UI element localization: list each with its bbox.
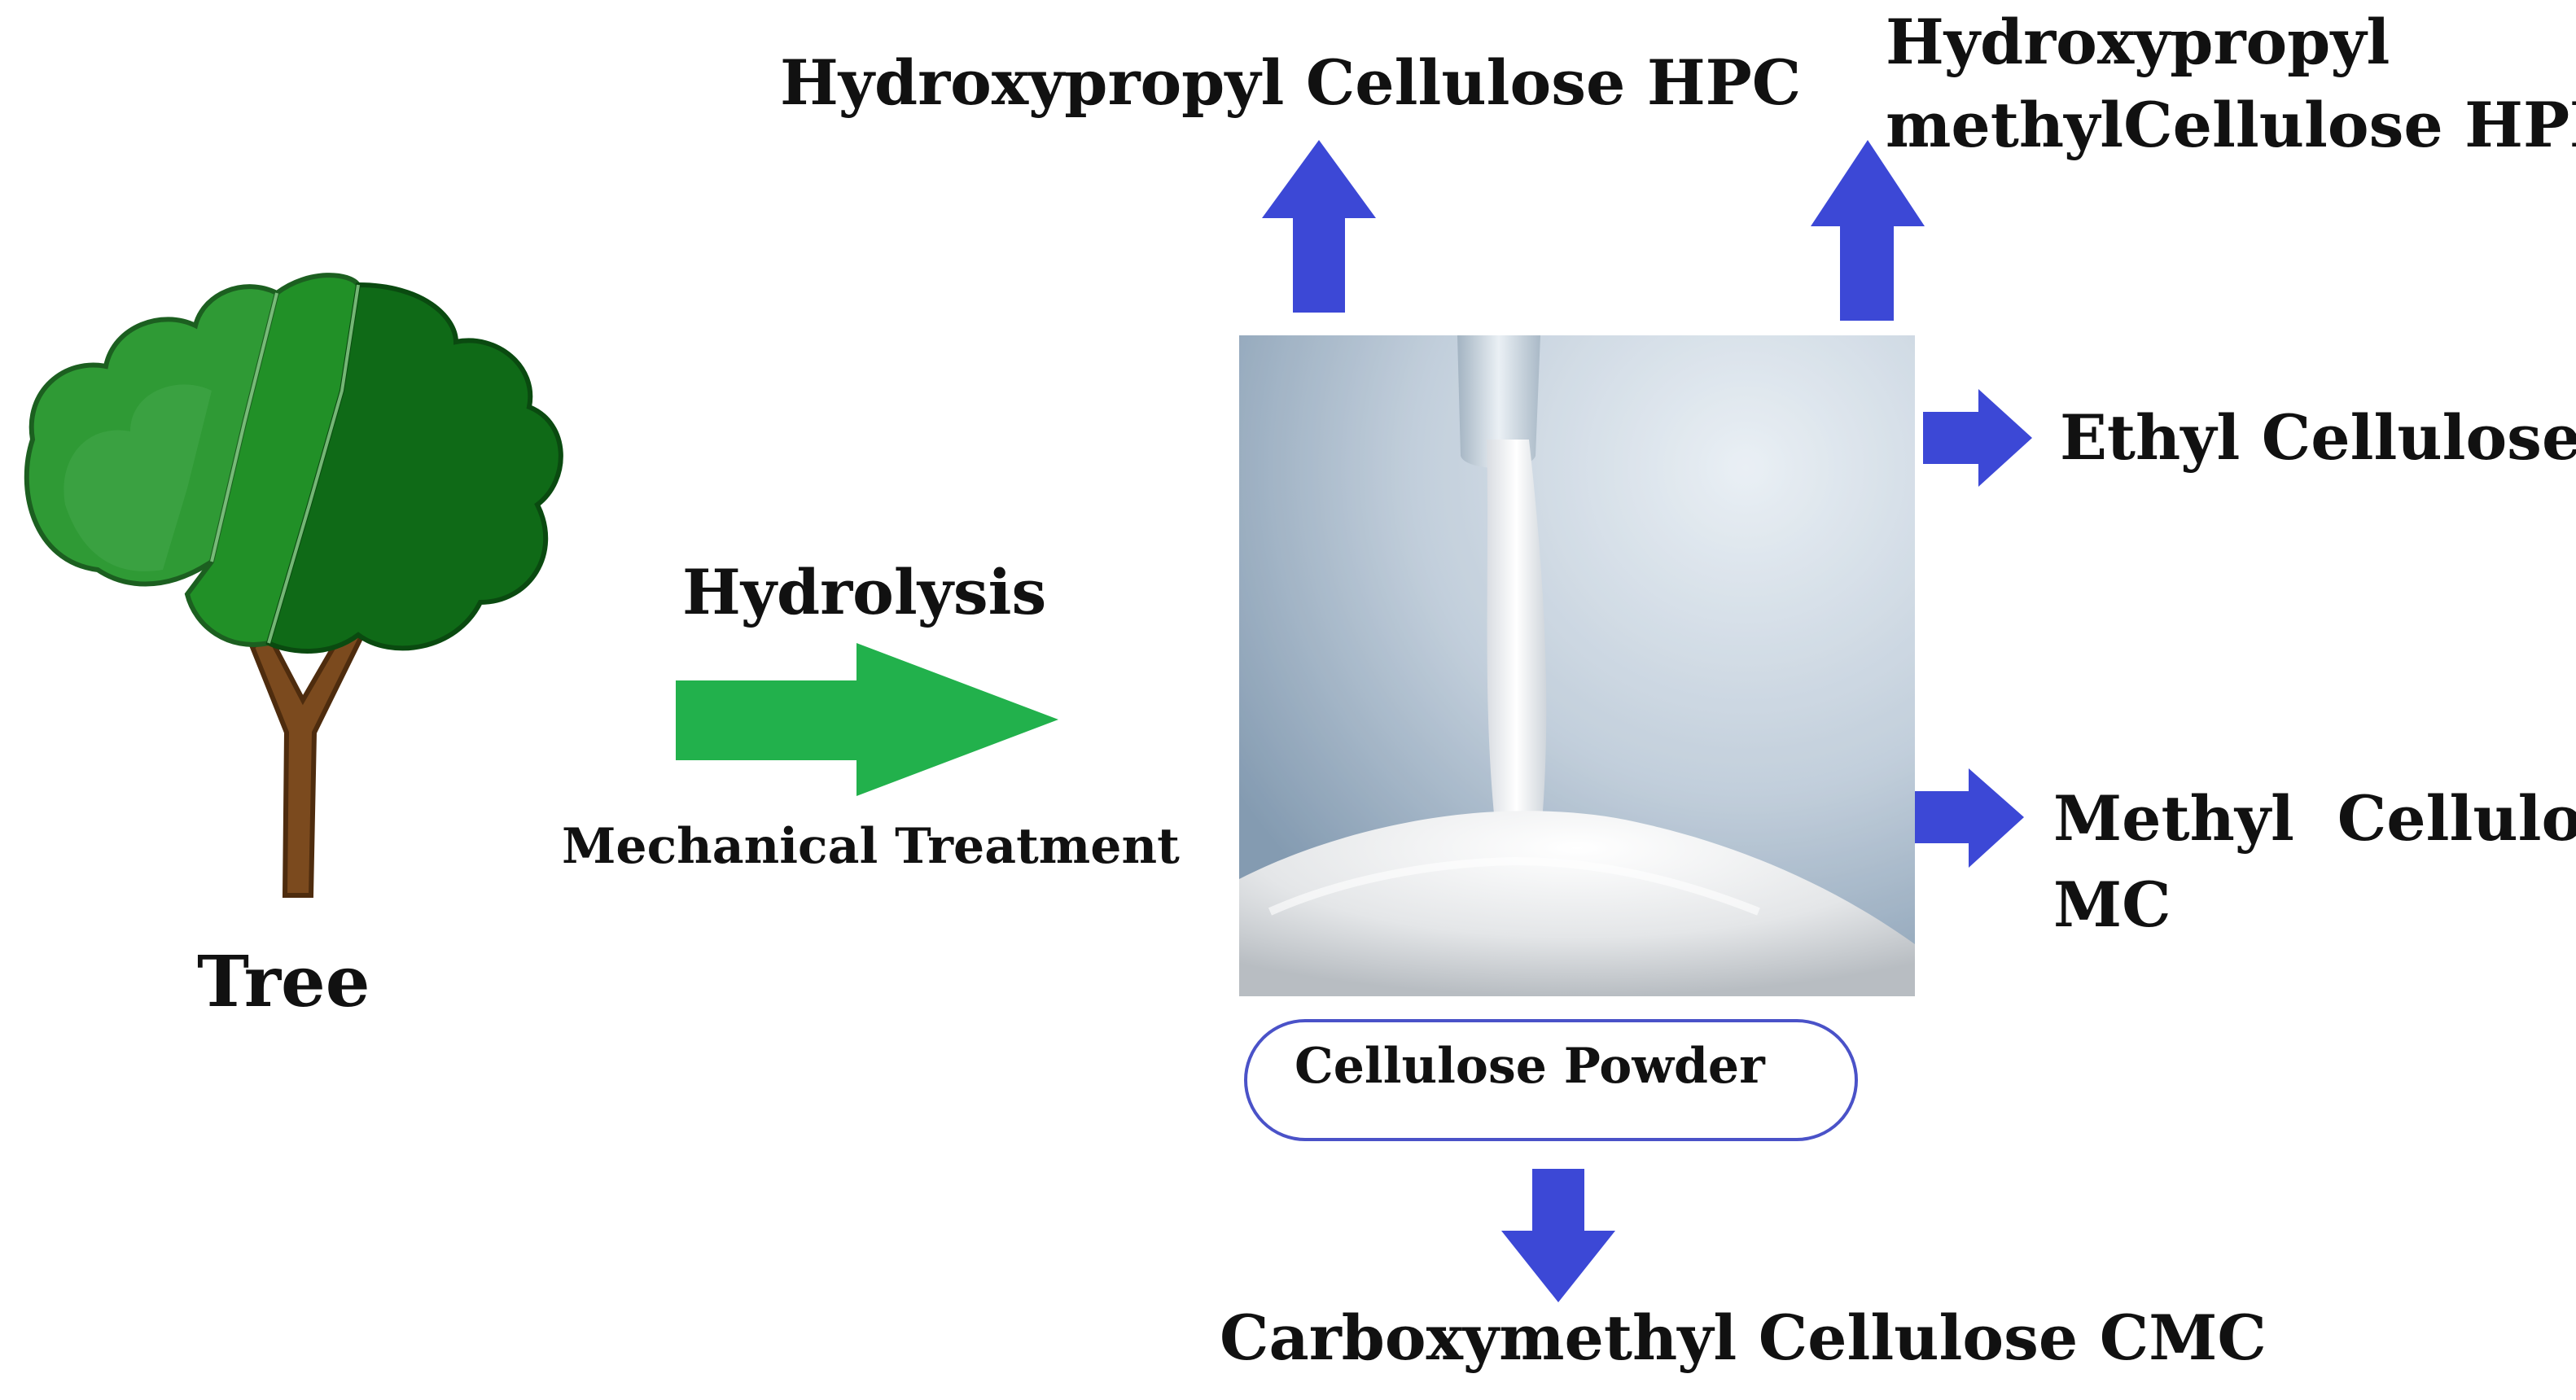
- cellulose-powder-photo: [1239, 335, 1915, 996]
- hydrolysis-label: Hydrolysis: [682, 556, 1047, 628]
- cellulose-powder-label: Cellulose Powder: [1295, 1038, 1765, 1095]
- tree-icon: [24, 273, 563, 898]
- tree-trunk: [249, 615, 370, 898]
- cellulose-powder-ellipse: [1244, 1019, 1858, 1141]
- mechanical-treatment-label: Mechanical Treatment: [562, 818, 1180, 875]
- tree-vein-2: [267, 284, 360, 644]
- arrow-down-cmc: [1501, 1169, 1615, 1302]
- ec-label: Ethyl Cellulose EC: [2060, 401, 2576, 474]
- cmc-label: Carboxymethyl Cellulose CMC: [1220, 1302, 2267, 1374]
- arrow-up-hpmc: [1811, 140, 1925, 321]
- arrow-up-hpc: [1262, 140, 1376, 313]
- tree-vein-1: [210, 292, 278, 562]
- hpc-label: Hydroxypropyl Cellulose HPC: [780, 46, 1802, 119]
- tree-label: Tree: [197, 941, 370, 1023]
- hpmc-label-line1: Hydroxypropyl: [1886, 6, 2390, 78]
- hpmc-label-line2: methylCellulose HPMC: [1886, 89, 2576, 161]
- hydrolysis-arrow: [676, 643, 1058, 796]
- mc-label-line1: Methyl Cellulose: [2053, 782, 2576, 855]
- tree-canopy-right: [265, 282, 563, 654]
- mc-label-line2: MC: [2053, 868, 2171, 941]
- arrow-right-ec: [1923, 389, 2032, 487]
- arrow-right-mc: [1915, 768, 2024, 868]
- tree-canopy-highlight: [64, 384, 212, 571]
